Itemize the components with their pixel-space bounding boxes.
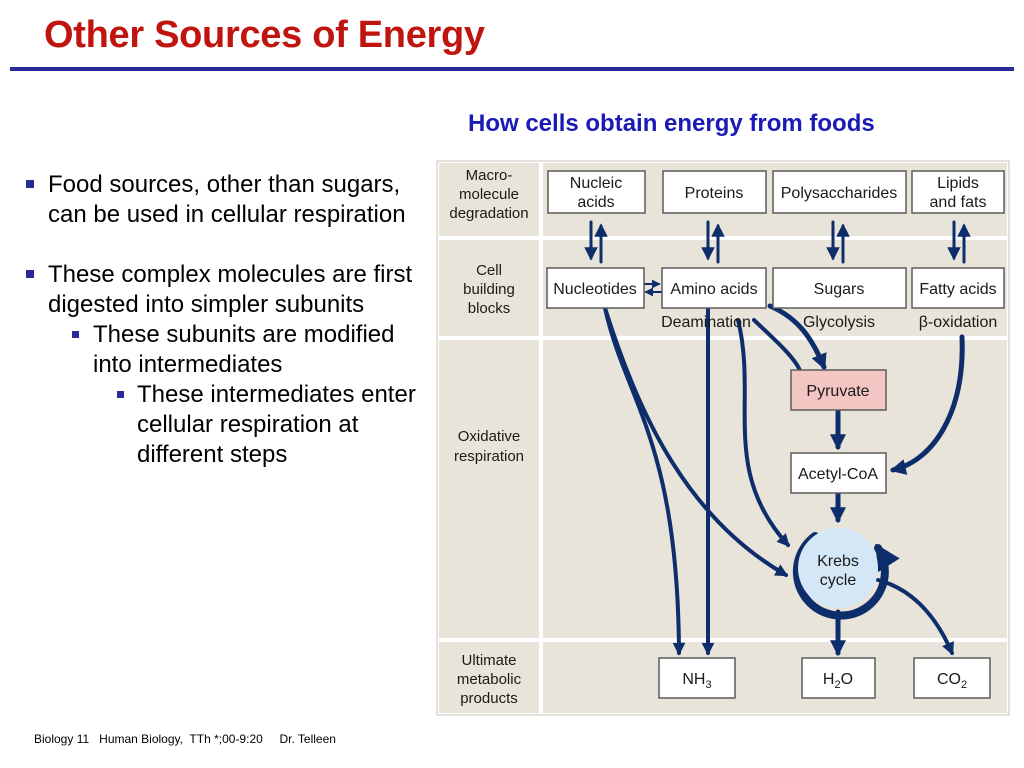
arrow-amino-to-krebs [736, 318, 790, 547]
sub-sub-bullet-text: These intermediates enter cellular respi… [137, 381, 416, 468]
label-h2o: H2O [823, 671, 853, 691]
label-nh3: NH3 [682, 671, 711, 691]
box-amino-acids [661, 267, 767, 309]
stage-panel-oxidative [543, 340, 1007, 638]
label-pyruvate: Pyruvate [806, 383, 869, 400]
krebs-cycle-ring [792, 532, 900, 620]
label-sugars: Sugars [814, 281, 865, 298]
label-acetyl-coa: Acetyl-CoA [798, 466, 878, 483]
sub-bullet-item: These subunits are modified into interme… [48, 320, 426, 470]
label-deamination: Deamination [661, 314, 751, 331]
box-proteins [662, 170, 767, 214]
label-amino-acids: Amino acids [670, 281, 757, 298]
sub-sub-bullet-item: These intermediates enter cellular respi… [93, 380, 426, 470]
figure-title: How cells obtain energy from foods [468, 110, 875, 137]
sub-bullet-list: These subunits are modified into interme… [48, 320, 426, 470]
stage-label-panel-building [439, 240, 539, 336]
box-lipids [911, 170, 1005, 214]
label-co2: CO2 [937, 671, 967, 691]
box-nucleotides [546, 267, 645, 309]
sub-bullet-text: These subunits are modified into interme… [93, 321, 395, 378]
label-proteins: Proteins [685, 185, 744, 202]
krebs-cycle-circle [798, 528, 878, 608]
bullet-item: These complex molecules are first digest… [14, 260, 426, 470]
bullet-item: Food sources, other than sugars, can be … [14, 170, 426, 230]
label-beta-oxidation: β-oxidation [919, 314, 998, 331]
label-polysaccharides: Polysaccharides [781, 185, 898, 202]
slide-title: Other Sources of Energy [44, 14, 485, 56]
box-nucleic-acids [547, 170, 646, 214]
sub-sub-bullet-list: These intermediates enter cellular respi… [93, 380, 426, 470]
box-sugars [772, 267, 907, 309]
beta-symbol: β [919, 314, 928, 331]
arrow-krebs-to-co2 [876, 578, 954, 656]
slide-footer: Biology 11 Human Biology, TTh *;00-9:20 … [34, 732, 336, 746]
stage-label-panel-oxidative [439, 340, 539, 638]
box-h2o [801, 657, 876, 699]
bullet-text: These complex molecules are first digest… [48, 261, 413, 318]
arrow-nucleotides-to-krebs [603, 306, 789, 577]
box-nh3 [658, 657, 736, 699]
box-polysaccharides [772, 170, 907, 214]
arrow-fatty-to-acetyl [889, 334, 965, 475]
title-underline [10, 67, 1014, 71]
box-co2 [913, 657, 991, 699]
label-glycolysis: Glycolysis [803, 314, 875, 331]
stage-label-panel-products [439, 642, 539, 713]
label-nucleotides: Nucleotides [553, 281, 637, 298]
box-acetyl-coa [790, 452, 887, 494]
stage-label-panel-macro [439, 163, 539, 236]
box-fatty-acids [911, 267, 1005, 309]
arrow-sugars-to-pyruvate [767, 303, 827, 370]
bullet-list: Food sources, other than sugars, can be … [14, 170, 426, 470]
box-pyruvate [790, 369, 887, 411]
bullet-text: Food sources, other than sugars, can be … [48, 171, 406, 228]
label-fatty-acids: Fatty acids [919, 281, 996, 298]
